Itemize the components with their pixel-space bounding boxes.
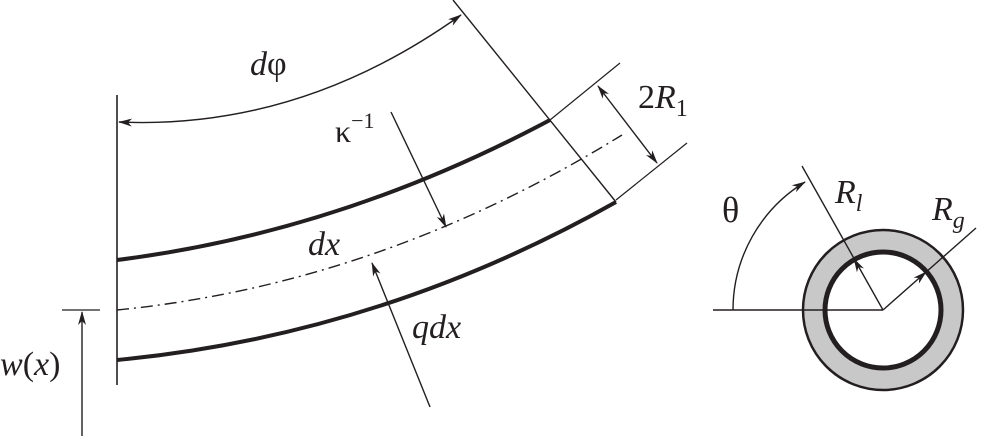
rg-line [882, 227, 977, 311]
label-rg: Rg [931, 191, 965, 234]
beam-bottom-edge [116, 200, 617, 362]
label-dphi: dφ [250, 46, 287, 83]
label-rl: Rl [834, 174, 863, 217]
dphi-arrow [118, 14, 462, 127]
qdx-arrow [371, 262, 431, 408]
label-theta: θ [722, 190, 739, 230]
label-2r1: 2R1 [638, 79, 688, 122]
two-r1-arrow [597, 85, 658, 164]
extension-line-top [549, 62, 621, 121]
kappa-arrow [390, 111, 447, 228]
theta-arrow [732, 181, 806, 311]
right-section-line [452, 0, 617, 203]
label-kappa-inverse: κ−1 [335, 108, 375, 149]
rl-radius-line [801, 165, 884, 311]
label-qdx: qdx [412, 309, 461, 346]
label-wx: w(x) [0, 346, 60, 383]
extension-line-bottom [615, 142, 688, 201]
label-dx: dx [308, 226, 340, 263]
beam-centerline [116, 134, 623, 311]
beam-top-edge [116, 118, 551, 262]
